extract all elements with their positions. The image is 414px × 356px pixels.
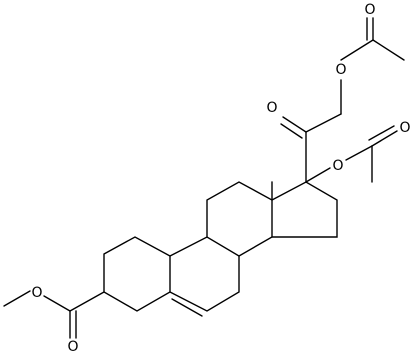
c3-ester-carbon-bond <box>69 291 105 312</box>
ester-c-o-single <box>43 295 71 312</box>
atom-o-c21-acetyl-carbonyl: O <box>364 2 375 18</box>
acetyl-c-methyl-bond-c21 <box>372 39 405 61</box>
acetyl-c-o-double-1-c17 <box>371 130 398 147</box>
bond-lines <box>3 17 405 339</box>
atom-o-c3-carbonyl: O <box>67 339 78 355</box>
atom-o-c20-carbonyl: O <box>266 100 277 116</box>
c5-c6-double-bond-inner <box>171 298 203 317</box>
c20-o-double-bond-1 <box>282 116 307 133</box>
atom-o-c17-acetyl-carbonyl: O <box>399 120 410 136</box>
atom-o-c17-ester: O <box>332 158 343 174</box>
ring-a-bonds <box>103 236 171 312</box>
ring-d-bonds <box>271 181 338 238</box>
ring-c-bonds <box>206 181 273 257</box>
c17-o-bond <box>305 167 331 183</box>
o-methyl-bond <box>3 290 31 307</box>
c20-o-double-bond-2 <box>280 123 303 139</box>
atom-o-methoxy: O <box>31 285 42 301</box>
o-acetyl-c-bond-c17 <box>345 145 373 161</box>
ring-b-bonds <box>169 236 240 312</box>
atom-labels: O O O O O O O <box>31 2 410 355</box>
atom-o-c21-ester: O <box>335 62 346 78</box>
acetyl-c-o-double-2-c17 <box>368 125 395 141</box>
c20-c21-bond <box>305 113 342 133</box>
o-acetyl-c-bond-c21 <box>340 39 374 61</box>
